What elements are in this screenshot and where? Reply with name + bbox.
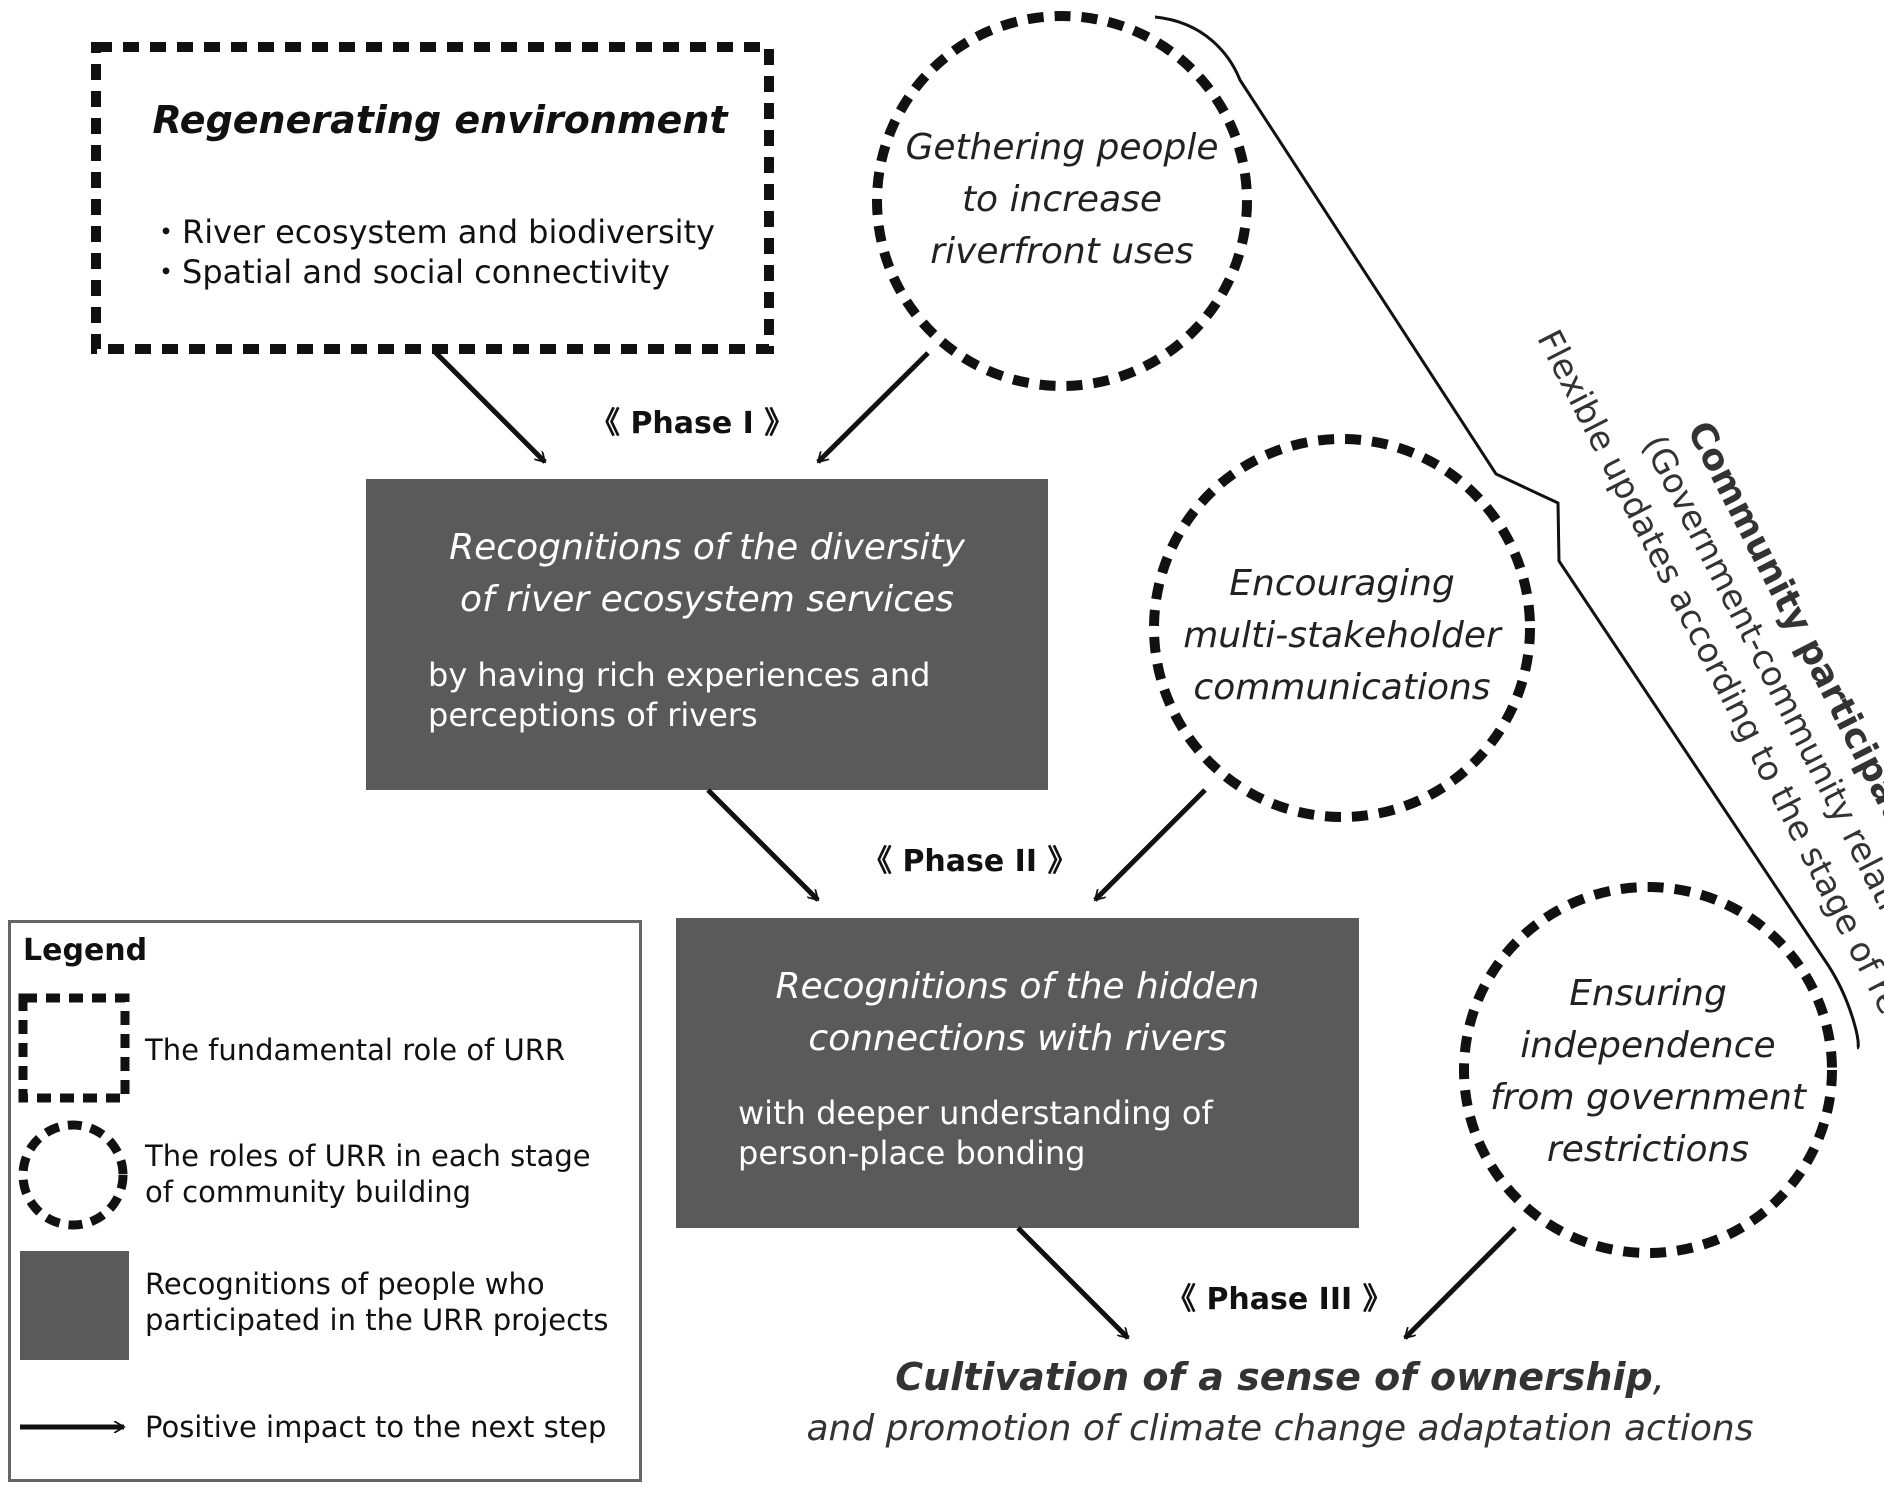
box2-title-line-2: connections with rivers [808, 1018, 1227, 1059]
environment-item-2: ・Spatial and social connectivity [150, 253, 670, 291]
box1-title: Recognitions of the diversity of river e… [366, 522, 1048, 626]
legend-roles-line-2: of community building [145, 1175, 472, 1209]
environment-title: Regenerating environment [152, 98, 728, 142]
ensuring-text: Ensuring independence from government re… [1466, 968, 1830, 1176]
outcome-comma: , [1652, 1355, 1665, 1399]
legend-gray-box-icon [20, 1251, 129, 1360]
ensuring-line-3: from government [1489, 1077, 1807, 1118]
gathering-line-2: to increase [961, 179, 1163, 220]
environment-box [91, 42, 774, 354]
encouraging-circle [1149, 434, 1535, 822]
legend-box: Legend [8, 920, 642, 1482]
encouraging-line-2: multi-stakeholder [1183, 615, 1501, 656]
phase-2-label: 《 Phase II 》 [862, 844, 1078, 879]
legend-title: Legend [23, 933, 148, 968]
box1-sub-line-1: by having rich experiences and [428, 656, 931, 694]
box2-title-line-1: Recognitions of the hidden [775, 966, 1260, 1007]
gathering-text: Gethering people to increase riverfront … [880, 122, 1244, 278]
box2-sub-line-1: with deeper understanding of [738, 1094, 1213, 1132]
ensuring-line-4: restrictions [1546, 1129, 1750, 1170]
box2-subtitle: with deeper understanding of person-plac… [738, 1093, 1213, 1173]
legend-impact-label: Positive impact to the next step [145, 1410, 607, 1444]
ensuring-line-2: independence [1520, 1025, 1776, 1066]
arrow-box1-to-box2 [706, 788, 820, 902]
gathering-circle [872, 11, 1252, 391]
encouraging-line-3: communications [1193, 667, 1491, 708]
policy-bracket-line [1154, 15, 1860, 1050]
ensuring-circle [1459, 882, 1837, 1258]
recognition-box-2 [676, 918, 1359, 1228]
environment-list: ・River ecosystem and biodiversity ・Spati… [150, 212, 715, 292]
arrow-encouraging-to-box2 [1093, 788, 1207, 902]
box2-sub-line-2: person-place bonding [738, 1134, 1086, 1172]
outcome-line-2: and promotion of climate change adaptati… [806, 1408, 1754, 1449]
gathering-line-1: Gethering people [905, 127, 1219, 168]
legend-roles-label: The roles of URR in each stage of commun… [145, 1138, 591, 1210]
legend-recognitions-line-1: Recognitions of people who [145, 1267, 545, 1301]
ensuring-line-1: Ensuring [1569, 973, 1727, 1014]
legend-recognitions-label: Recognitions of people who participated … [145, 1266, 609, 1338]
gathering-line-3: riverfront uses [930, 231, 1194, 272]
box1-title-line-1: Recognitions of the diversity [449, 527, 965, 568]
legend-fundamental-label: The fundamental role of URR [145, 1033, 566, 1067]
box1-title-line-2: of river ecosystem services [460, 579, 954, 620]
legend-recognitions-line-2: participated in the URR projects [145, 1303, 609, 1337]
encouraging-line-1: Encouraging [1229, 563, 1455, 604]
box2-title: Recognitions of the hidden connections w… [676, 961, 1359, 1065]
legend-roles-line-1: The roles of URR in each stage [145, 1139, 591, 1173]
arrow-box2-to-outcome [1016, 1226, 1130, 1340]
environment-item-1: ・River ecosystem and biodiversity [150, 213, 715, 251]
phase-1-label: 《 Phase I 》 [590, 406, 795, 441]
legend-dashed-rect-icon [18, 993, 130, 1103]
encouraging-text: Encouraging multi-stakeholder communicat… [1160, 558, 1524, 714]
outcome-line-1: Cultivation of a sense of ownership, [700, 1355, 1860, 1399]
phase-3-label: 《 Phase III 》 [1166, 1282, 1393, 1317]
legend-dashed-circle-icon [18, 1120, 128, 1230]
box1-subtitle: by having rich experiences and perceptio… [428, 655, 930, 735]
outcome-bold: Cultivation of a sense of ownership [895, 1355, 1653, 1399]
arrow-gathering-to-box1 [816, 351, 930, 464]
box1-sub-line-2: perceptions of rivers [428, 696, 758, 734]
recognition-box-1 [366, 479, 1048, 790]
arrow-env-to-box1 [433, 350, 547, 464]
arrow-ensuring-to-outcome [1403, 1226, 1517, 1340]
